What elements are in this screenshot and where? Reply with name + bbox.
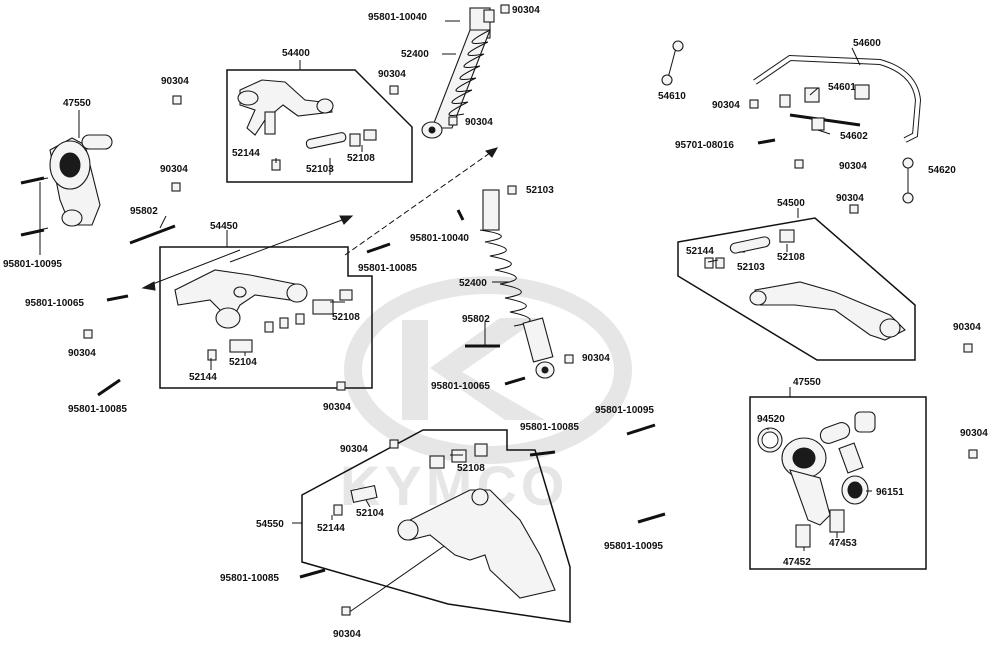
label-54400: 54400: [282, 48, 310, 59]
arm-54450-drawing: [174, 269, 353, 361]
label-52400-top: 52400: [401, 49, 429, 60]
leader-lines: [39, 20, 872, 551]
label-90304-a: 90304: [161, 76, 189, 87]
label-52108-mid: 52108: [332, 312, 360, 323]
arm-54500-drawing: [704, 229, 906, 341]
label-95801-10085-left: 95801-10085: [68, 404, 127, 415]
label-54620: 54620: [928, 165, 956, 176]
label-47453: 47453: [829, 538, 857, 549]
label-96151: 96151: [876, 487, 904, 498]
label-90304-m: 90304: [960, 428, 988, 439]
label-47550-left: 47550: [63, 98, 91, 109]
label-95701-08016: 95701-08016: [675, 140, 734, 151]
label-54550: 54550: [256, 519, 284, 530]
group-54400-box: [226, 69, 413, 183]
label-90304-c: 90304: [378, 69, 406, 80]
arrow-head-1: [485, 147, 499, 158]
label-90304-l: 90304: [953, 322, 981, 333]
label-90304-k: 90304: [836, 193, 864, 204]
label-52144-right: 52144: [686, 246, 714, 257]
label-52144-top: 52144: [232, 148, 260, 159]
group-54550-box: [301, 429, 571, 623]
label-54450: 54450: [210, 221, 238, 232]
label-52400-mid: 52400: [459, 278, 487, 289]
label-95801-10065-left: 95801-10065: [25, 298, 84, 309]
arrow-line-arm-top: [229, 216, 351, 263]
arm-54400-drawing: [237, 79, 377, 171]
label-54500: 54500: [777, 198, 805, 209]
label-52144-mid: 52144: [189, 372, 217, 383]
label-52144-low: 52144: [317, 523, 345, 534]
knuckle-47550-right-drawing: [757, 411, 876, 548]
group-47550-box: [749, 396, 927, 570]
watermark-oval: [344, 276, 632, 464]
label-54601: 54601: [828, 82, 856, 93]
label-90304-top: 90304: [512, 5, 540, 16]
shock-52400-mid-drawing: [479, 189, 555, 379]
label-52108-top: 52108: [347, 153, 375, 164]
arrow-line-shock-to-arm: [344, 147, 498, 256]
arrow-head-3: [141, 281, 156, 291]
label-52104-mid: 52104: [229, 357, 257, 368]
knuckle-47550-left-drawing: [27, 134, 113, 234]
label-54610: 54610: [658, 91, 686, 102]
label-95801-10040-top: 95801-10040: [368, 12, 427, 23]
label-52103-top: 52103: [306, 164, 334, 175]
label-95801-10040-mid: 95801-10040: [410, 233, 469, 244]
label-52103-mid: 52103: [526, 185, 554, 196]
part-labels: 47550 95801-10095 90304 90304 95802 5440…: [3, 5, 988, 640]
arrow-head-2: [339, 215, 354, 225]
label-90304-bottom: 90304: [333, 629, 361, 640]
label-90304-h: 90304: [340, 444, 368, 455]
fasteners: [20, 4, 978, 616]
label-47550-right: 47550: [793, 377, 821, 388]
label-95801-10085-low: 95801-10085: [520, 422, 579, 433]
label-95801-10095-left: 95801-10095: [3, 259, 62, 270]
label-52104-low: 52104: [356, 508, 384, 519]
label-90304-e: 90304: [68, 348, 96, 359]
label-90304-i: 90304: [712, 100, 740, 111]
arm-54550-drawing: [333, 443, 556, 599]
shock-52400-top-drawing: [421, 7, 495, 139]
label-95801-10095-low: 95801-10095: [604, 541, 663, 552]
label-52108-right: 52108: [777, 252, 805, 263]
label-94520: 94520: [757, 414, 785, 425]
label-95801-10065-mid: 95801-10065: [431, 381, 490, 392]
label-54602: 54602: [840, 131, 868, 142]
arrow-line-arm-left: [144, 249, 241, 288]
label-52103-right: 52103: [737, 262, 765, 273]
brand-watermark: KYMCO: [340, 276, 632, 517]
label-54600: 54600: [853, 38, 881, 49]
label-90304-b: 90304: [160, 164, 188, 175]
group-54450-box: [159, 246, 373, 389]
label-95801-10095-mid: 95801-10095: [595, 405, 654, 416]
label-95801-10085-mid: 95801-10085: [358, 263, 417, 274]
watermark-k-arm: [430, 318, 545, 420]
label-90304-d: 90304: [465, 117, 493, 128]
group-54500-box: [677, 217, 916, 361]
label-95802-left: 95802: [130, 206, 158, 217]
label-90304-j: 90304: [839, 161, 867, 172]
watermark-k-stem: [402, 320, 428, 420]
label-95801-10085-bottom: 95801-10085: [220, 573, 279, 584]
label-52108-low: 52108: [457, 463, 485, 474]
stabilizer-54600-drawing: [661, 40, 922, 204]
label-47452: 47452: [783, 557, 811, 568]
label-95802-mid: 95802: [462, 314, 490, 325]
label-90304-g: 90304: [582, 353, 610, 364]
label-90304-f: 90304: [323, 402, 351, 413]
